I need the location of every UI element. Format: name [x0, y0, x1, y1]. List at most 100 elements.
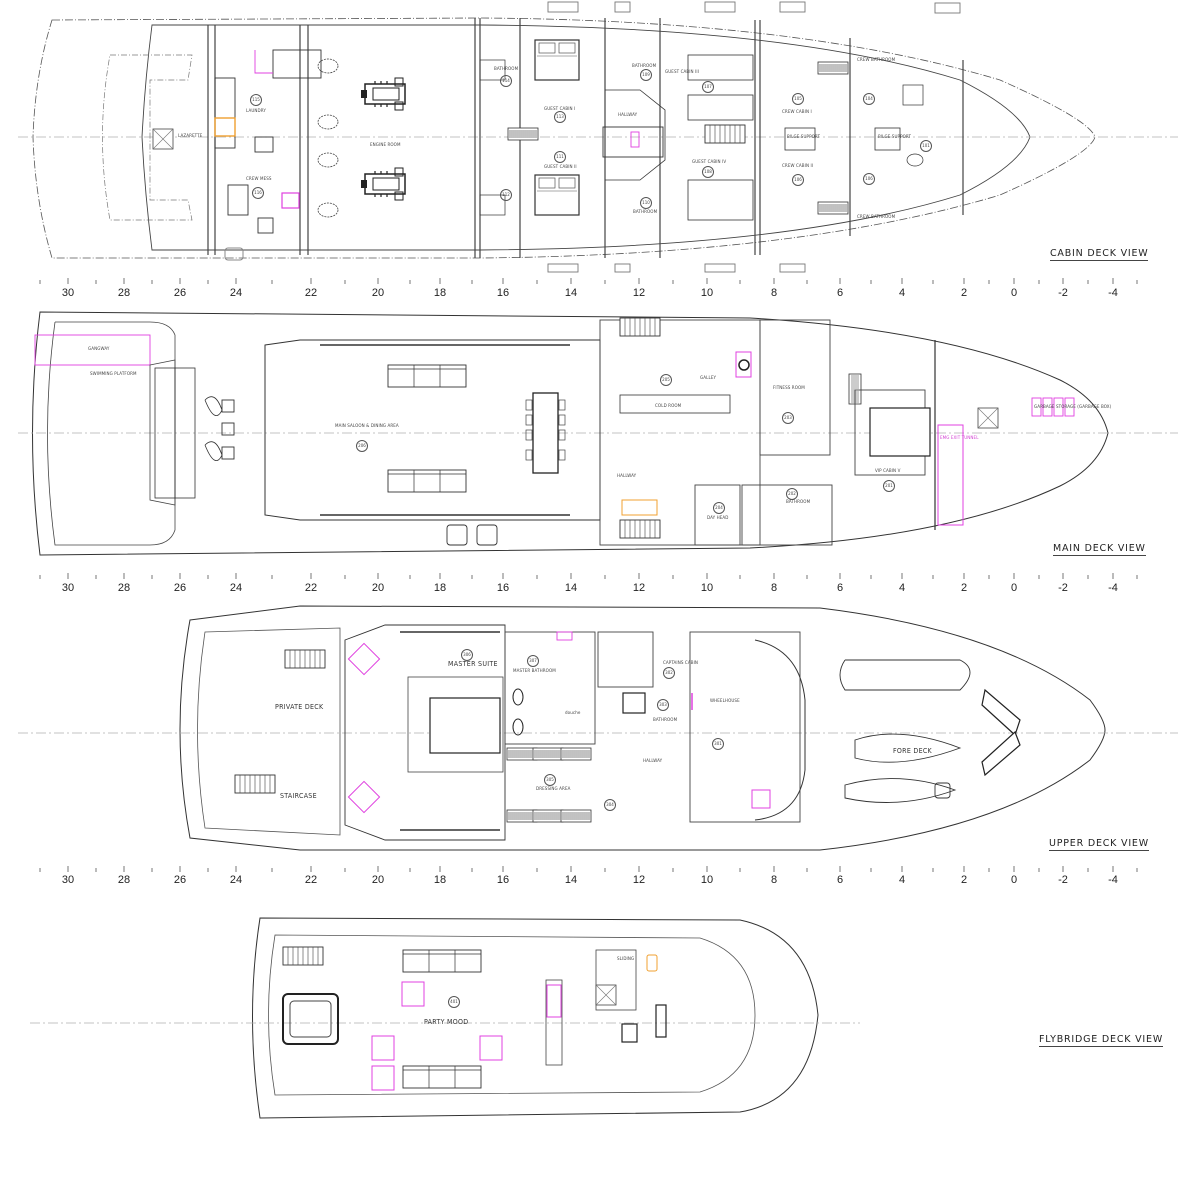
- room-label-douche: douche: [565, 711, 581, 716]
- tick-label: 18: [433, 287, 447, 299]
- room-label-bathroom: BATHROOM: [633, 210, 658, 215]
- tick-label: -2: [1058, 874, 1068, 886]
- room-label-cold-room: COLD ROOM: [655, 404, 682, 409]
- room-label-private-deck: PRIVATE DECK: [275, 703, 324, 711]
- room-number: 113: [554, 111, 566, 123]
- tick-label: 10: [700, 582, 714, 594]
- room-label-laundry: LAUNDRY: [246, 109, 266, 114]
- tick-label: 10: [700, 874, 714, 886]
- tick-label: 24: [229, 582, 243, 594]
- room-label-master-bathroom: MASTER BATHROOM: [513, 669, 556, 674]
- room-label-hallway: HALLWAY: [617, 474, 637, 479]
- room-label-captains-cabin: CAPTAINS CABIN: [663, 661, 699, 666]
- cabin-deck-plan: [18, 1, 1178, 273]
- room-label-crew-mess: CREW MESS: [246, 177, 272, 182]
- room-number: 304: [604, 799, 616, 811]
- tick-label: 22: [304, 874, 318, 886]
- room-number: 106: [863, 173, 875, 185]
- tick-label: 26: [173, 287, 187, 299]
- room-label-fore-deck: FORE DECK: [893, 747, 932, 755]
- room-number: 301: [712, 738, 724, 750]
- tick-label: 26: [173, 874, 187, 886]
- tick-label: 12: [632, 287, 646, 299]
- room-number: 110: [640, 197, 652, 209]
- tick-label: -2: [1058, 582, 1068, 594]
- room-label-bathroom: BATHROOM: [494, 67, 519, 72]
- room-number: 204: [713, 502, 725, 514]
- room-label-guest-cabin-3: GUEST CABIN III: [665, 70, 699, 75]
- room-label-master-suite: MASTER SUITE: [448, 660, 498, 668]
- tick-label: 26: [173, 582, 187, 594]
- room-number: 205: [660, 374, 672, 386]
- frame-scale-upper: 30 28 26 24 22 20 18 16 14 12 10 8 6 4 2…: [0, 868, 1200, 898]
- tick-label: 6: [836, 874, 844, 886]
- tick-label: 10: [700, 287, 714, 299]
- room-label-sliding: SLIDING: [617, 957, 635, 962]
- view-title-cabin-deck: CABIN DECK VIEW: [1050, 248, 1149, 261]
- room-label-fitness-room: FITNESS ROOM: [773, 386, 805, 391]
- tick-label: -4: [1108, 287, 1118, 299]
- room-number: 106: [792, 174, 804, 186]
- room-label-lazarette: LAZARETTE: [178, 134, 203, 139]
- room-number: 307: [527, 655, 539, 667]
- tick-label: 12: [632, 582, 646, 594]
- room-number: 111: [554, 151, 566, 163]
- view-title-flybridge-deck: FLYBRIDGE DECK VIEW: [1039, 1034, 1164, 1047]
- tick-label: 2: [960, 874, 968, 886]
- room-label-main-saloon: MAIN SALOON & DINING AREA: [335, 424, 399, 429]
- tick-label: 30: [61, 287, 75, 299]
- tick-label: 24: [229, 874, 243, 886]
- room-label-bathroom: BATHROOM: [632, 64, 657, 69]
- room-number: 112: [500, 189, 512, 201]
- tick-label: 18: [433, 582, 447, 594]
- frame-scale-cabin: 30 28 26 24 22 20 18 16 14 12 10 8 6 4 2…: [0, 278, 1200, 308]
- flybridge-deck-plan: [30, 917, 860, 1119]
- frame-scale-main: 30 28 26 24 22 20 18 16 14 12 10 8 6 4 2…: [0, 573, 1200, 603]
- tick-label: 2: [960, 582, 968, 594]
- room-label-crew-cabin-2: CREW CABIN II: [782, 164, 814, 169]
- tick-label: 14: [564, 287, 578, 299]
- room-number: 201: [883, 480, 895, 492]
- tick-label: 16: [496, 874, 510, 886]
- tick-label: -4: [1108, 582, 1118, 594]
- tick-label: 4: [898, 874, 906, 886]
- room-label-guest-cabin-1: GUEST CABIN I: [544, 107, 576, 112]
- room-label-bathroom: BATHROOM: [786, 500, 811, 505]
- tick-label: 28: [117, 287, 131, 299]
- room-number: 303: [657, 699, 669, 711]
- tick-label: 4: [898, 287, 906, 299]
- tick-label: 8: [770, 287, 778, 299]
- room-number: 206: [356, 440, 368, 452]
- room-number: 116: [252, 187, 264, 199]
- tick-label: 18: [433, 874, 447, 886]
- tick-label: 20: [371, 582, 385, 594]
- tick-label: 22: [304, 582, 318, 594]
- room-label-crew-bathroom: CREW BATHROOM: [857, 58, 896, 63]
- room-label-guest-cabin-2: GUEST CABIN II: [544, 165, 577, 170]
- tick-label: 8: [770, 582, 778, 594]
- room-number: 108: [702, 166, 714, 178]
- tick-label: 30: [61, 874, 75, 886]
- room-label-engine-room: ENGINE ROOM: [370, 143, 401, 148]
- room-label-crew-cabin-1: CREW CABIN I: [782, 110, 812, 115]
- room-label-swimming-platform: SWIMMING PLATFORM: [90, 372, 137, 377]
- tick-label: 28: [117, 582, 131, 594]
- room-label-bathroom: BATHROOM: [653, 718, 678, 723]
- room-number: 109: [640, 69, 652, 81]
- tick-label: 8: [770, 874, 778, 886]
- room-number: 104: [863, 93, 875, 105]
- room-label-hallway: HALLWAY: [618, 113, 638, 118]
- room-label-crew-bathroom: CREW BATHROOM: [857, 215, 896, 220]
- room-number: 306: [461, 649, 473, 661]
- tick-label: 20: [371, 287, 385, 299]
- tick-label: 22: [304, 287, 318, 299]
- tick-label: 0: [1010, 287, 1018, 299]
- view-title-upper-deck: UPPER DECK VIEW: [1049, 838, 1149, 851]
- tick-label: 0: [1010, 582, 1018, 594]
- room-number: 302: [663, 667, 675, 679]
- room-label-dressing-area: DRESSING AREA: [536, 787, 571, 792]
- tick-label: 14: [564, 582, 578, 594]
- room-number: 115: [250, 94, 262, 106]
- room-number: 105: [792, 93, 804, 105]
